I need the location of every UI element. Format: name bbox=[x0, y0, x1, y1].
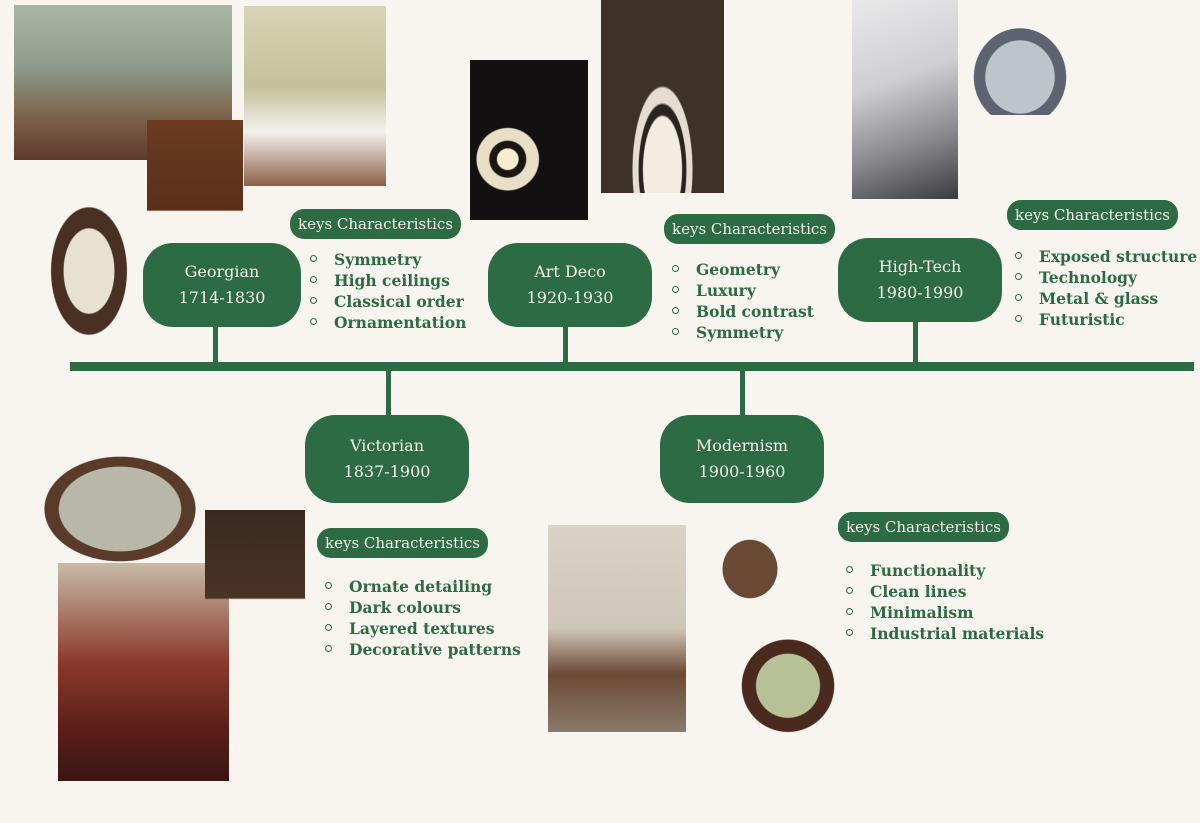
list-item: Metal & glass bbox=[1013, 288, 1197, 309]
artdeco-staircase-photo bbox=[601, 0, 724, 193]
modernism-living-room-photo bbox=[548, 525, 686, 732]
list-item: Ornamentation bbox=[308, 312, 466, 333]
victorian-hall-photo bbox=[58, 563, 229, 781]
timeline-axis bbox=[70, 362, 1194, 371]
list-item: Minimalism bbox=[844, 602, 1044, 623]
stem-hightech bbox=[913, 320, 918, 365]
era-victorian-years: 1837-1900 bbox=[343, 462, 431, 481]
list-item: Luxury bbox=[670, 280, 814, 301]
list-item: Exposed structure bbox=[1013, 246, 1197, 267]
list-item: Symmetry bbox=[308, 249, 466, 270]
georgian-dining-photo bbox=[244, 6, 386, 186]
victorian-keys-label: keys Characteristics bbox=[317, 528, 488, 558]
modernism-keys-label: keys Characteristics bbox=[838, 512, 1009, 542]
list-item: Clean lines bbox=[844, 581, 1044, 602]
stem-georgian bbox=[213, 325, 218, 365]
georgian-keys-label: keys Characteristics bbox=[290, 209, 461, 239]
list-item: Futuristic bbox=[1013, 309, 1197, 330]
era-hightech-name: High-Tech bbox=[878, 257, 962, 276]
stem-modernism bbox=[740, 368, 745, 418]
hightech-keys-label: keys Characteristics bbox=[1007, 200, 1178, 230]
modernism-side-table-photo bbox=[702, 518, 798, 620]
list-item: Bold contrast bbox=[670, 301, 814, 322]
list-item: Dark colours bbox=[323, 597, 521, 618]
era-artdeco-name: Art Deco bbox=[534, 262, 606, 281]
hightech-lounge-chair-photo bbox=[966, 20, 1074, 115]
stem-artdeco bbox=[563, 325, 568, 365]
list-item: Classical order bbox=[308, 291, 466, 312]
era-victorian-name: Victorian bbox=[349, 436, 425, 455]
stem-victorian bbox=[386, 368, 391, 418]
list-item: Decorative patterns bbox=[323, 639, 521, 660]
era-modernism-years: 1900-1960 bbox=[698, 462, 786, 481]
georgian-chair-photo bbox=[30, 172, 148, 352]
list-item: Industrial materials bbox=[844, 623, 1044, 644]
era-artdeco: Art Deco 1920-1930 bbox=[488, 243, 652, 327]
georgian-characteristics: Symmetry High ceilings Classical order O… bbox=[308, 249, 466, 333]
victorian-sofa-photo bbox=[42, 455, 198, 563]
era-georgian-name: Georgian bbox=[184, 262, 260, 281]
victorian-characteristics: Ornate detailing Dark colours Layered te… bbox=[323, 576, 521, 660]
hightech-characteristics: Exposed structure Technology Metal & gla… bbox=[1013, 246, 1197, 330]
modernism-characteristics: Functionality Clean lines Minimalism Ind… bbox=[844, 560, 1044, 644]
list-item: High ceilings bbox=[308, 270, 466, 291]
era-hightech-years: 1980-1990 bbox=[876, 283, 964, 302]
list-item: Ornate detailing bbox=[323, 576, 521, 597]
list-item: Symmetry bbox=[670, 322, 814, 343]
modernism-ring-chair-photo bbox=[728, 628, 848, 733]
list-item: Geometry bbox=[670, 259, 814, 280]
era-modernism: Modernism 1900-1960 bbox=[660, 415, 824, 503]
victorian-rolltop-desk-photo bbox=[205, 510, 305, 670]
hightech-interior-photo bbox=[852, 0, 958, 199]
list-item: Functionality bbox=[844, 560, 1044, 581]
artdeco-characteristics: Geometry Luxury Bold contrast Symmetry bbox=[670, 259, 814, 343]
list-item: Technology bbox=[1013, 267, 1197, 288]
era-artdeco-years: 1920-1930 bbox=[526, 288, 614, 307]
era-victorian: Victorian 1837-1900 bbox=[305, 415, 469, 503]
artdeco-ceiling-photo bbox=[470, 60, 588, 220]
era-georgian-years: 1714-1830 bbox=[178, 288, 266, 307]
era-georgian: Georgian 1714-1830 bbox=[143, 243, 301, 327]
era-hightech: High-Tech 1980-1990 bbox=[838, 238, 1002, 322]
artdeco-keys-label: keys Characteristics bbox=[664, 214, 835, 244]
list-item: Layered textures bbox=[323, 618, 521, 639]
era-modernism-name: Modernism bbox=[695, 436, 789, 455]
